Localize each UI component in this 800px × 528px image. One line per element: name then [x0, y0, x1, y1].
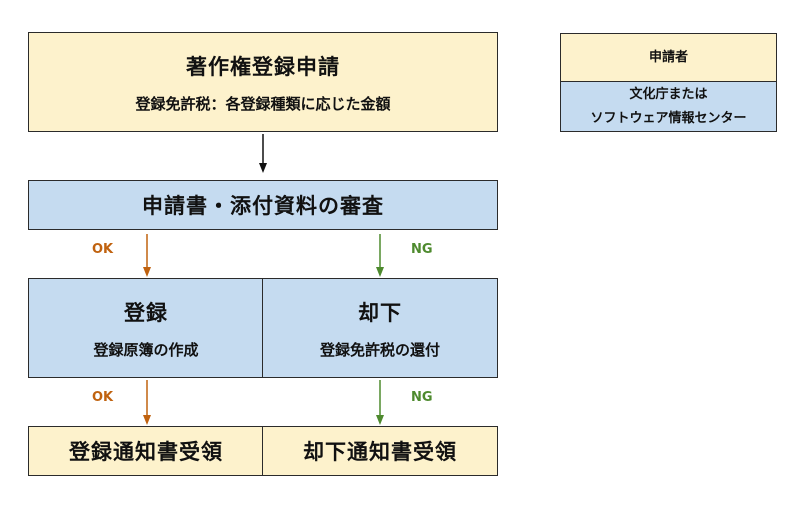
- ng-label-1: NG: [411, 242, 433, 257]
- review-title: 申請書・添付資料の審査: [142, 194, 384, 218]
- review-box: 申請書・添付資料の審査: [28, 180, 498, 230]
- registered-notice-box: 登録通知書受領: [28, 426, 264, 476]
- legend-agency-line1: 文化庁または: [629, 86, 708, 102]
- legend-applicant-label: 申請者: [648, 50, 688, 65]
- ok-label-1: OK: [92, 242, 114, 257]
- ng-label-2: NG: [411, 390, 433, 405]
- application-title: 著作権登録申請: [186, 54, 340, 79]
- application-fee: 登録免許税：各登録種類に応じた金額: [135, 94, 391, 113]
- registration-box: 登録 登録原簿の作成: [28, 278, 264, 378]
- registration-detail: 登録原簿の作成: [93, 340, 199, 359]
- rejection-title: 却下: [358, 300, 402, 325]
- rejected-notice-text: 却下通知書受領: [303, 440, 457, 464]
- rejection-detail: 登録免許税の還付: [319, 340, 440, 359]
- ok-label-2: OK: [92, 390, 114, 405]
- rejection-box: 却下 登録免許税の還付: [262, 278, 498, 378]
- legend-applicant: 申請者: [560, 33, 777, 83]
- application-box: 著作権登録申請 登録免許税：各登録種類に応じた金額: [28, 32, 498, 132]
- legend-agency-line2: ソフトウェア情報センター: [590, 110, 747, 126]
- rejected-notice-box: 却下通知書受領: [262, 426, 498, 476]
- legend-agency: 文化庁または ソフトウェア情報センター: [560, 81, 777, 132]
- registration-title: 登録: [124, 300, 168, 325]
- registered-notice-text: 登録通知書受領: [69, 440, 223, 464]
